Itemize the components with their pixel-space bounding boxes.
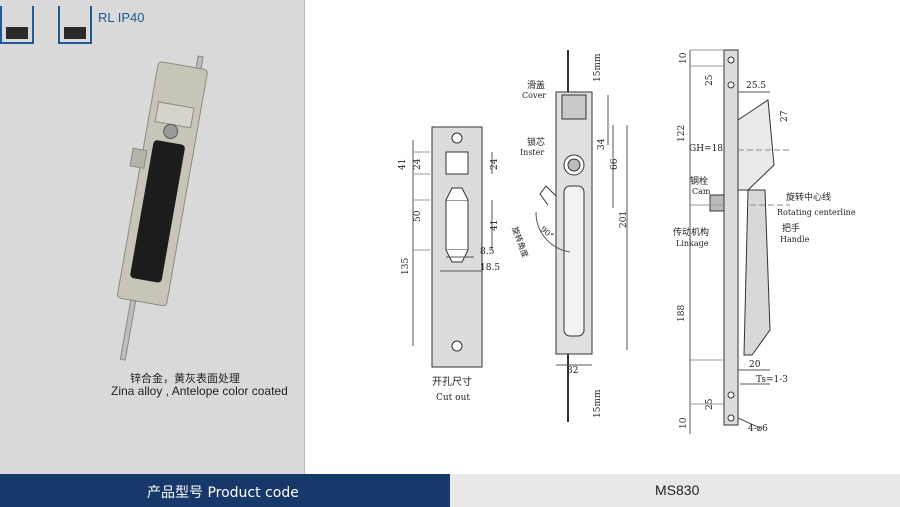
dim-side-20: 20 xyxy=(749,360,761,370)
angle-label-cn: 旋转角度 xyxy=(510,225,530,258)
product-code-label: 产品型号 Product code xyxy=(147,485,299,501)
dim-side-25-top: 25 xyxy=(705,74,715,86)
angle-label: 90° xyxy=(539,225,556,241)
dim-side-ts: Ts=1-3 xyxy=(756,375,788,385)
callout-linkage-cn: 传动机构 xyxy=(673,226,709,238)
callout-inster-en: Inster xyxy=(520,148,544,157)
dim-cutout-41: 41 xyxy=(398,159,408,170)
cutout-caption-en: Cut out xyxy=(436,393,470,403)
product-photo-panel: RL IP40 锌合金，黄灰表面处理 Zina alloy , Antelope… xyxy=(0,0,304,474)
dim-front-15mm-bottom: 15mm xyxy=(593,389,603,418)
dim-side-holes: 4-⌀6 xyxy=(748,424,768,434)
dim-side-10-top: 10 xyxy=(679,52,689,64)
dim-side-25-bottom: 25 xyxy=(705,398,715,410)
dim-front-201: 201 xyxy=(619,211,629,228)
callout-centerline-en: Rotating centerline xyxy=(777,208,856,217)
dim-side-27: 27 xyxy=(780,110,790,122)
dim-cutout-50: 50 xyxy=(413,210,423,222)
dim-side-188: 188 xyxy=(677,305,687,322)
callout-handle-en: Handle xyxy=(780,235,810,244)
profile-badge-2 xyxy=(58,6,92,44)
callout-cover-en: Cover xyxy=(522,91,546,100)
cutout-caption-cn: 开孔尺寸 xyxy=(432,375,472,388)
dim-front-32: 32 xyxy=(567,366,578,376)
dim-front-34: 34 xyxy=(597,138,607,150)
callout-centerline-cn: 旋转中心线 xyxy=(786,191,831,203)
series-label: RL IP40 xyxy=(98,10,145,25)
dim-cutout-18.5: 18.5 xyxy=(480,263,500,273)
dim-cutout-24b: 24 xyxy=(490,158,500,170)
callout-cam-en: Cam xyxy=(692,187,711,196)
dim-side-122: 122 xyxy=(677,125,687,142)
technical-drawing: 41 24 50 41 24 8.5 18.5 135 开孔尺寸 Cut out… xyxy=(398,49,856,434)
callout-inster-cn: 锁芯 xyxy=(527,136,545,148)
dim-front-15mm-top: 15mm xyxy=(593,53,603,82)
product-photo xyxy=(117,55,208,361)
callout-cam-cn: 钢栓 xyxy=(690,175,708,187)
panel-divider xyxy=(304,0,305,474)
dim-side-gh: GH=18 xyxy=(689,144,723,154)
callout-cover-cn: 滑盖 xyxy=(527,79,545,91)
dim-side-10-bottom: 10 xyxy=(679,417,689,429)
dim-cutout-135: 135 xyxy=(401,258,411,275)
callout-linkage-en: Linkage xyxy=(676,239,709,248)
dim-cutout-24a: 24 xyxy=(413,158,423,170)
dim-cutout-8.5: 8.5 xyxy=(480,247,495,257)
dim-cutout-41b: 41 xyxy=(490,220,500,231)
profile-badge-1 xyxy=(0,6,34,44)
technical-drawing-panel xyxy=(304,0,900,474)
product-code-value-bar xyxy=(450,474,900,507)
dim-front-66: 66 xyxy=(610,158,620,170)
material-en: Zina alloy , Antelope color coated xyxy=(111,384,288,398)
callout-handle-cn: 把手 xyxy=(782,222,800,234)
material-cn: 锌合金，黄灰表面处理 xyxy=(130,372,240,385)
product-code-label-bar xyxy=(0,474,450,507)
product-code-value: MS830 xyxy=(655,482,700,498)
dim-side-25.5: 25.5 xyxy=(746,81,766,91)
